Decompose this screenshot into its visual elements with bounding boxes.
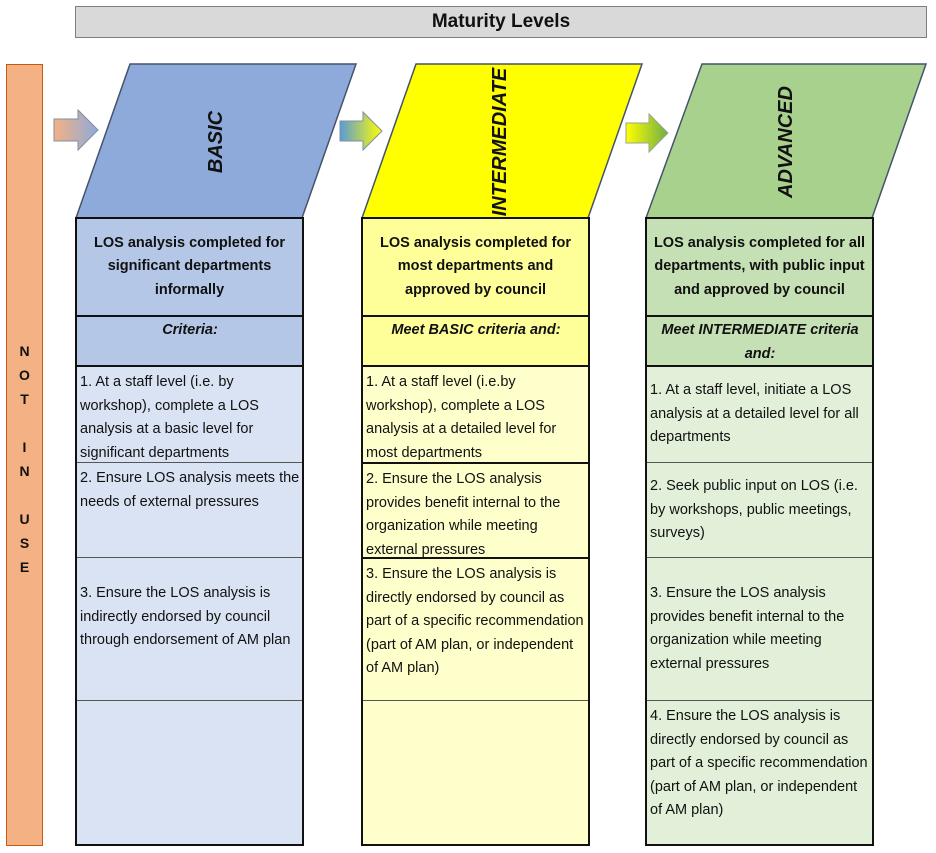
level-title: LOS analysis completed for significant d… (77, 219, 302, 315)
side-letter: T (20, 391, 29, 407)
empty-cell (77, 700, 302, 844)
header-title: Maturity Levels (431, 11, 571, 32)
criteria-item: 2. Seek public input on LOS (i.e. by wor… (647, 462, 872, 557)
criteria-item: 4. Ensure the LOS analysis is directly e… (647, 700, 872, 844)
side-letter: S (19, 535, 30, 551)
criteria-item: 3. Ensure the LOS analysis is directly e… (363, 557, 588, 700)
side-letter: I (22, 439, 27, 455)
level-title: LOS analysis completed for most departme… (363, 219, 588, 315)
side-letter: U (19, 511, 30, 527)
level-title: LOS analysis completed for all departmen… (647, 219, 872, 315)
criteria-label: Meet BASIC criteria and: (363, 315, 588, 365)
side-letter: E (19, 559, 30, 575)
intermediate-column: LOS analysis completed for most departme… (361, 217, 590, 846)
advanced-column: LOS analysis completed for all departmen… (645, 217, 874, 846)
basic-column: LOS analysis completed for significant d… (75, 217, 304, 846)
level-label-advanced: ADVANCED (775, 86, 797, 198)
criteria-item: 2. Ensure LOS analysis meets the needs o… (77, 462, 302, 557)
arrow-right-icon (53, 108, 99, 152)
not-in-use-bar: N O T I N U S E (6, 64, 43, 846)
empty-cell (363, 700, 588, 844)
arrow-right-icon (625, 112, 669, 154)
side-letter: N (19, 463, 30, 479)
criteria-label: Criteria: (77, 315, 302, 365)
maturity-levels-header: Maturity Levels (75, 6, 927, 38)
criteria-item: 1. At a staff level (i.e. by workshop), … (77, 365, 302, 462)
criteria-item: 3. Ensure the LOS analysis provides bene… (647, 557, 872, 700)
level-label-basic: BASIC (205, 110, 227, 174)
criteria-item: 1. At a staff level, initiate a LOS anal… (647, 365, 872, 462)
side-letter: O (19, 367, 30, 383)
criteria-item: 2. Ensure the LOS analysis provides bene… (363, 462, 588, 558)
criteria-item: 3. Ensure the LOS analysis is indirectly… (77, 557, 302, 700)
side-letter: N (19, 343, 30, 359)
arrow-right-icon (339, 110, 383, 152)
level-label-intermediate: INTERMEDIATE (489, 67, 511, 217)
criteria-item: 1. At a staff level (i.e.by workshop), c… (363, 365, 588, 462)
criteria-label: Meet INTERMEDIATE criteria and: (647, 315, 872, 365)
